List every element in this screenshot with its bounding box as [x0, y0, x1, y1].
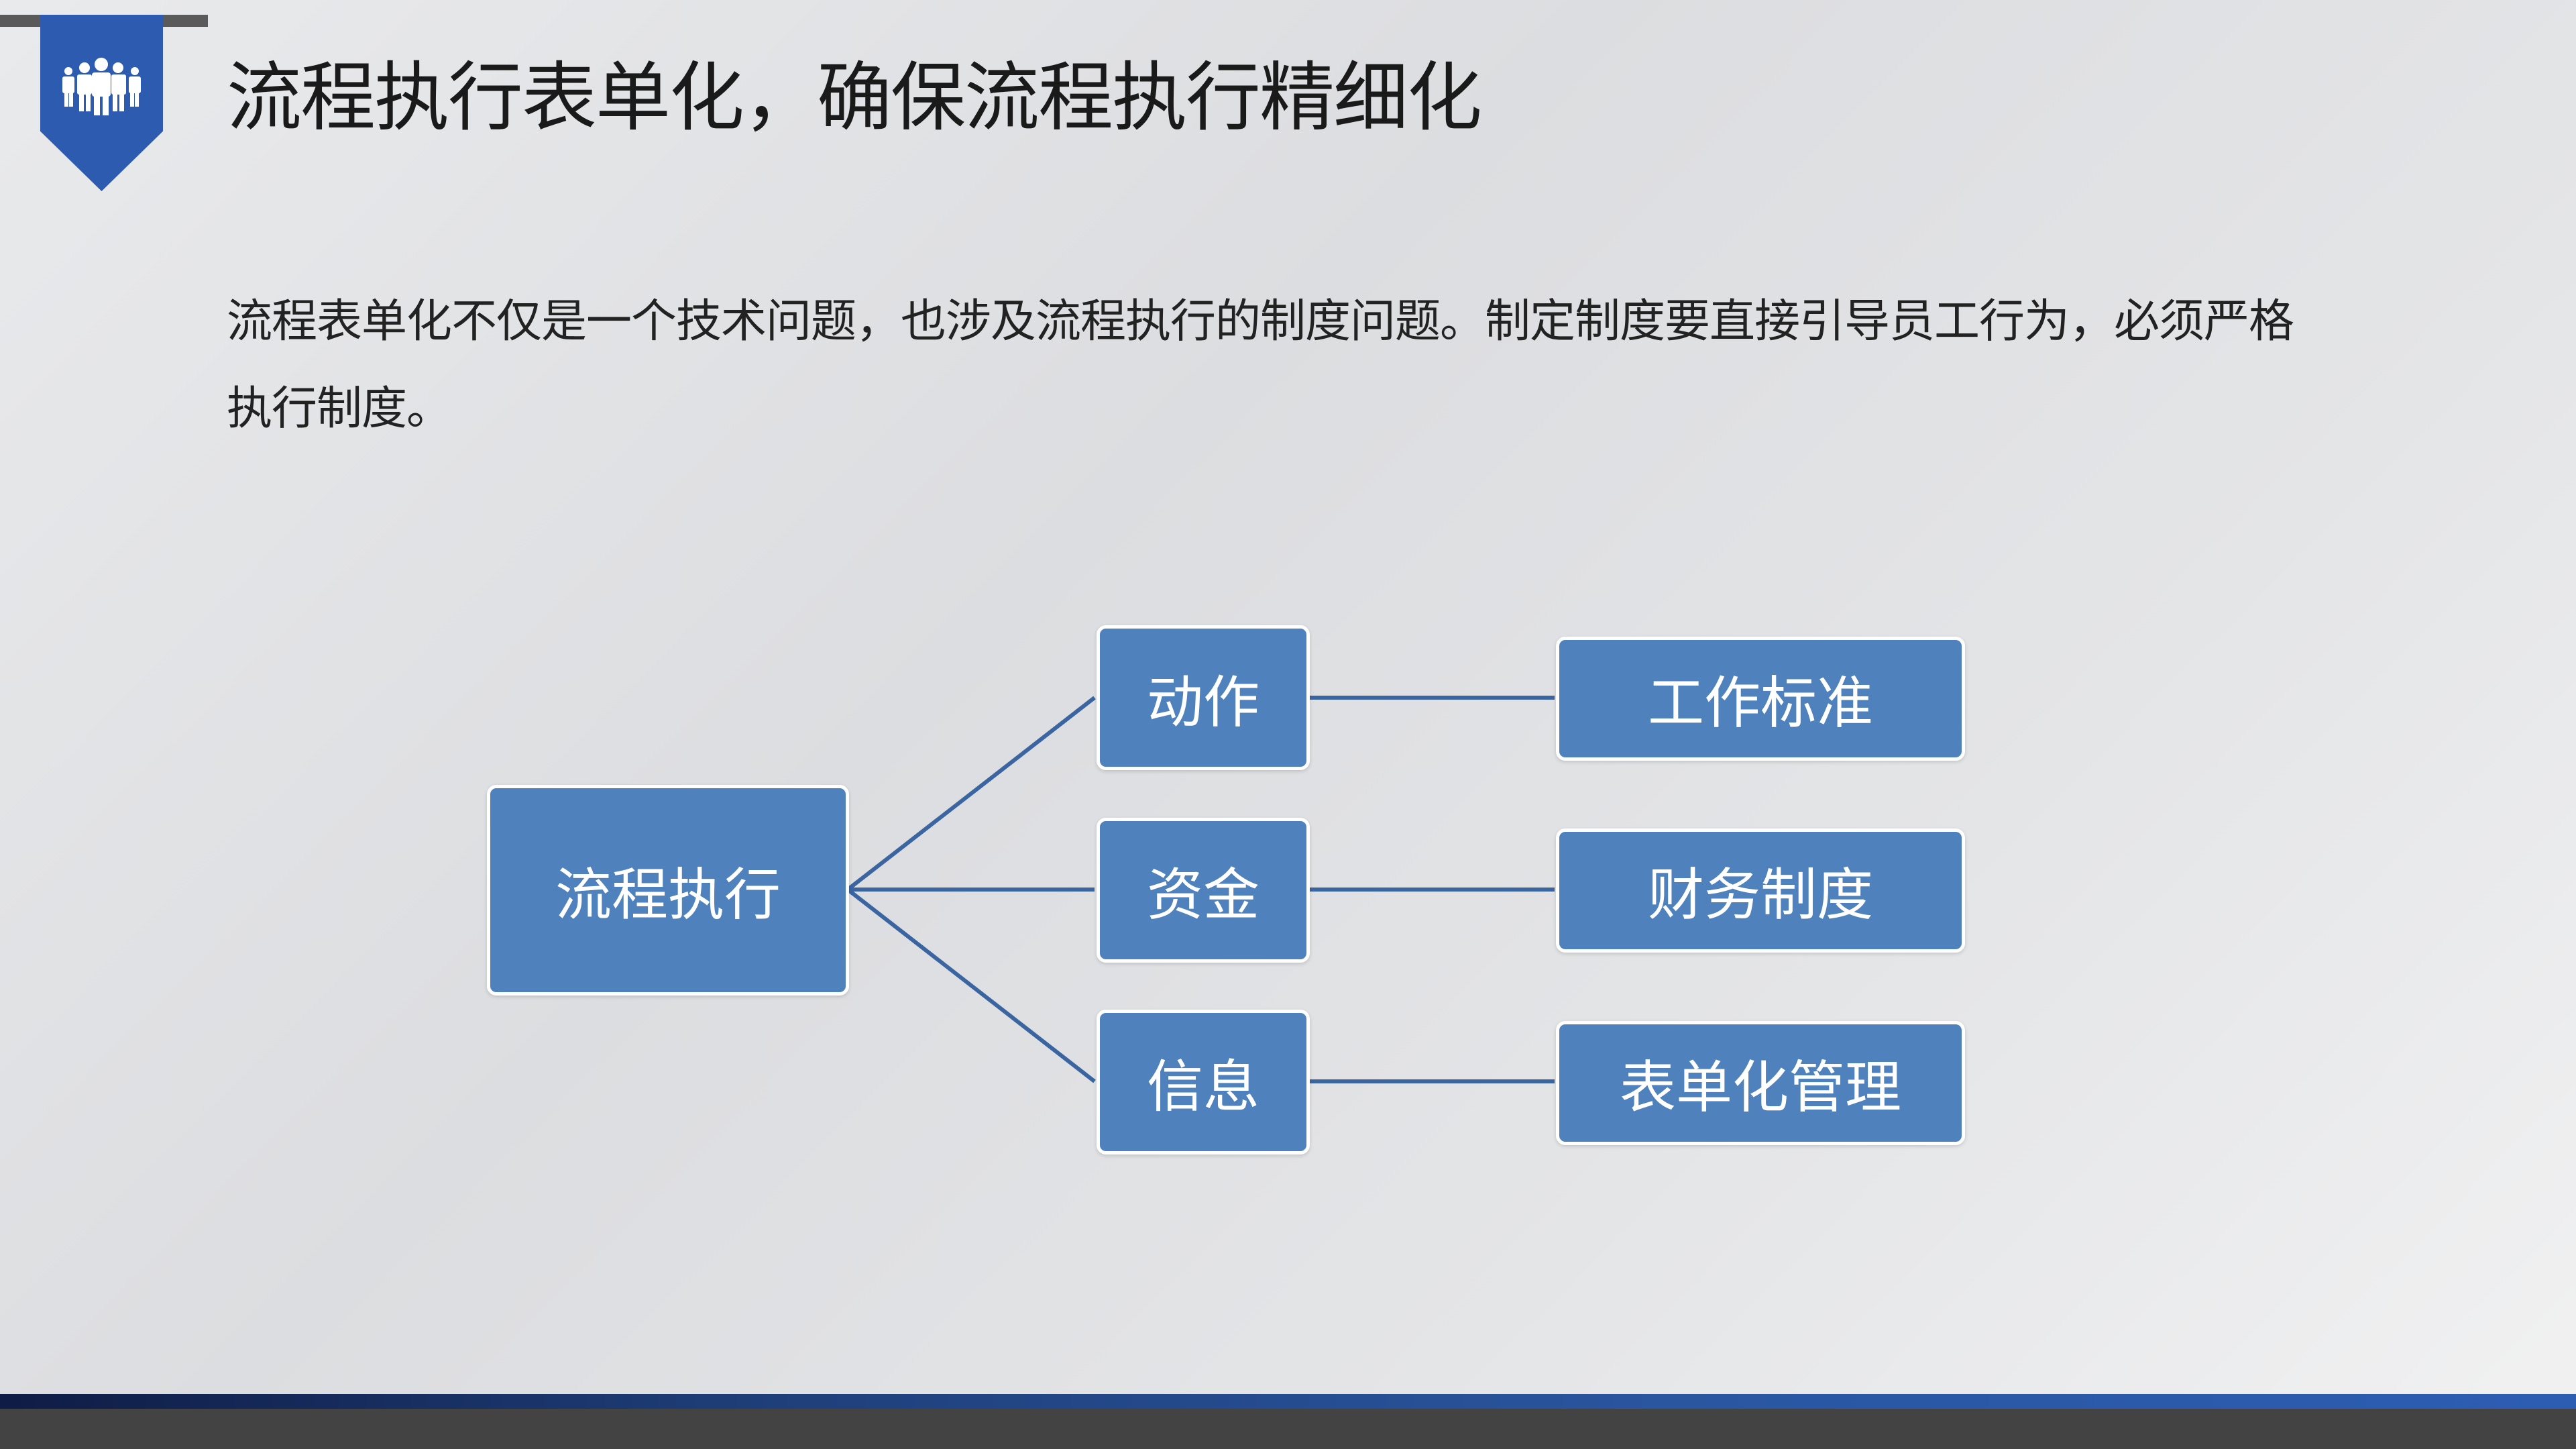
- page-title: 流程执行表单化，确保流程执行精细化: [227, 54, 1482, 142]
- node-info: 信息: [1097, 1010, 1310, 1155]
- people-group-icon: [62, 58, 141, 115]
- node-work-standard: 工作标准: [1556, 637, 1965, 761]
- connector-root-action: [846, 696, 1096, 892]
- footer-bar: [0, 1409, 2576, 1449]
- node-form-management: 表单化管理: [1556, 1021, 1965, 1145]
- footer-accent-bar: [0, 1394, 2576, 1409]
- connector-root-info: [846, 888, 1096, 1083]
- node-action: 动作: [1097, 625, 1310, 770]
- node-root: 流程执行: [487, 785, 849, 996]
- node-funds: 资金: [1097, 818, 1310, 963]
- description-text: 流程表单化不仅是一个技术问题，也涉及流程执行的制度问题。制定制度要直接引导员工行…: [227, 295, 2294, 435]
- node-finance-system: 财务制度: [1556, 828, 1965, 953]
